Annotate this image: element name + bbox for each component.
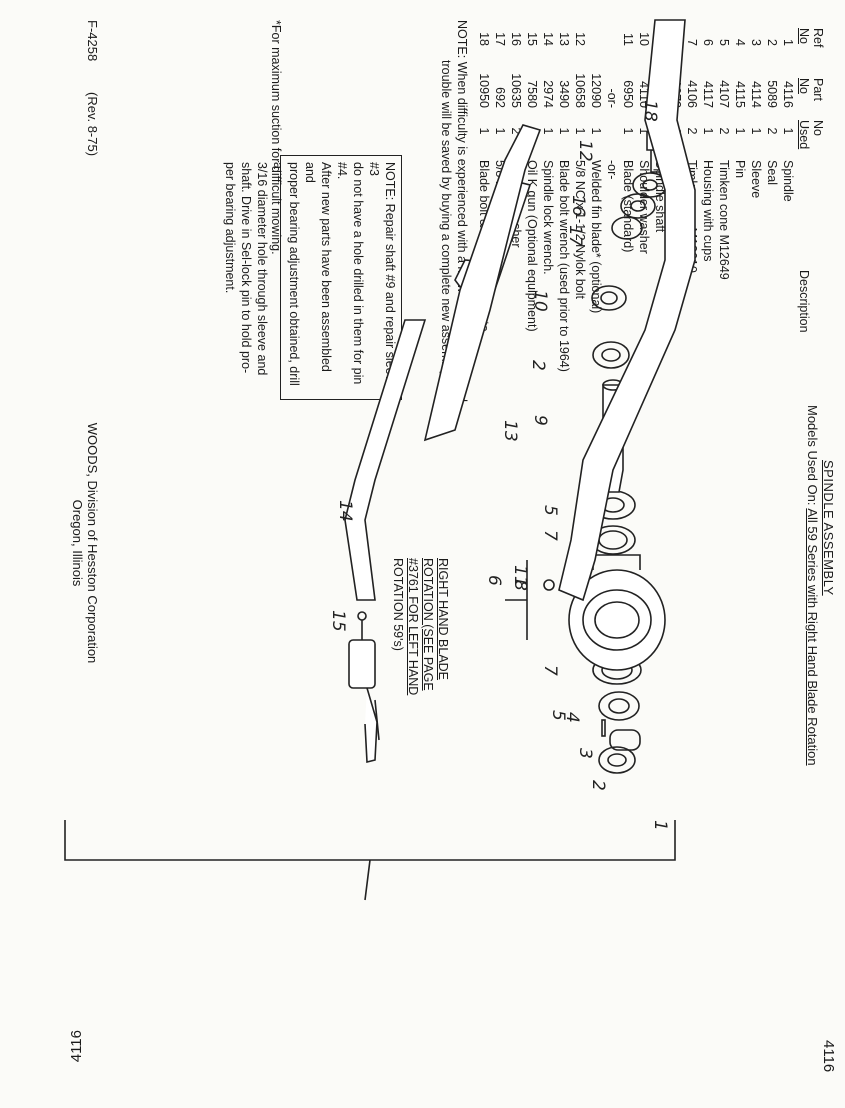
callout-5-top: 5 [548, 710, 568, 721]
spindle-lock-wrench-drawing [344, 319, 427, 601]
oil-gun-drawing [348, 611, 380, 764]
callout-2-top: 2 [588, 780, 608, 791]
callout-12: 12 [575, 140, 595, 162]
callout-15: 15 [328, 610, 348, 632]
callout-14: 14 [335, 500, 355, 522]
callout-17: 17 [565, 225, 585, 247]
callout-1: 1 [650, 820, 670, 831]
blade-drawing [558, 19, 696, 602]
callout-13: 13 [500, 420, 520, 442]
callout-10: 10 [530, 290, 550, 312]
callout-9: 9 [530, 415, 550, 426]
callout-2-lower: 2 [528, 360, 548, 371]
callout-7-lower: 7 [540, 530, 560, 541]
callout-labels: 2 3 4 5 7 8 6 7 5 9 2 10 17 16 12 18 1 1… [328, 100, 670, 831]
callout-5-lower: 5 [540, 505, 560, 516]
callout-6: 6 [484, 575, 504, 586]
callout-8: 8 [510, 580, 530, 591]
callout-16: 16 [568, 195, 588, 217]
callout-11: 11 [510, 565, 530, 587]
callout-4: 4 [562, 712, 582, 723]
callout-18: 18 [640, 100, 660, 122]
callout-3: 3 [575, 748, 595, 759]
callout-7-top: 7 [540, 665, 560, 676]
